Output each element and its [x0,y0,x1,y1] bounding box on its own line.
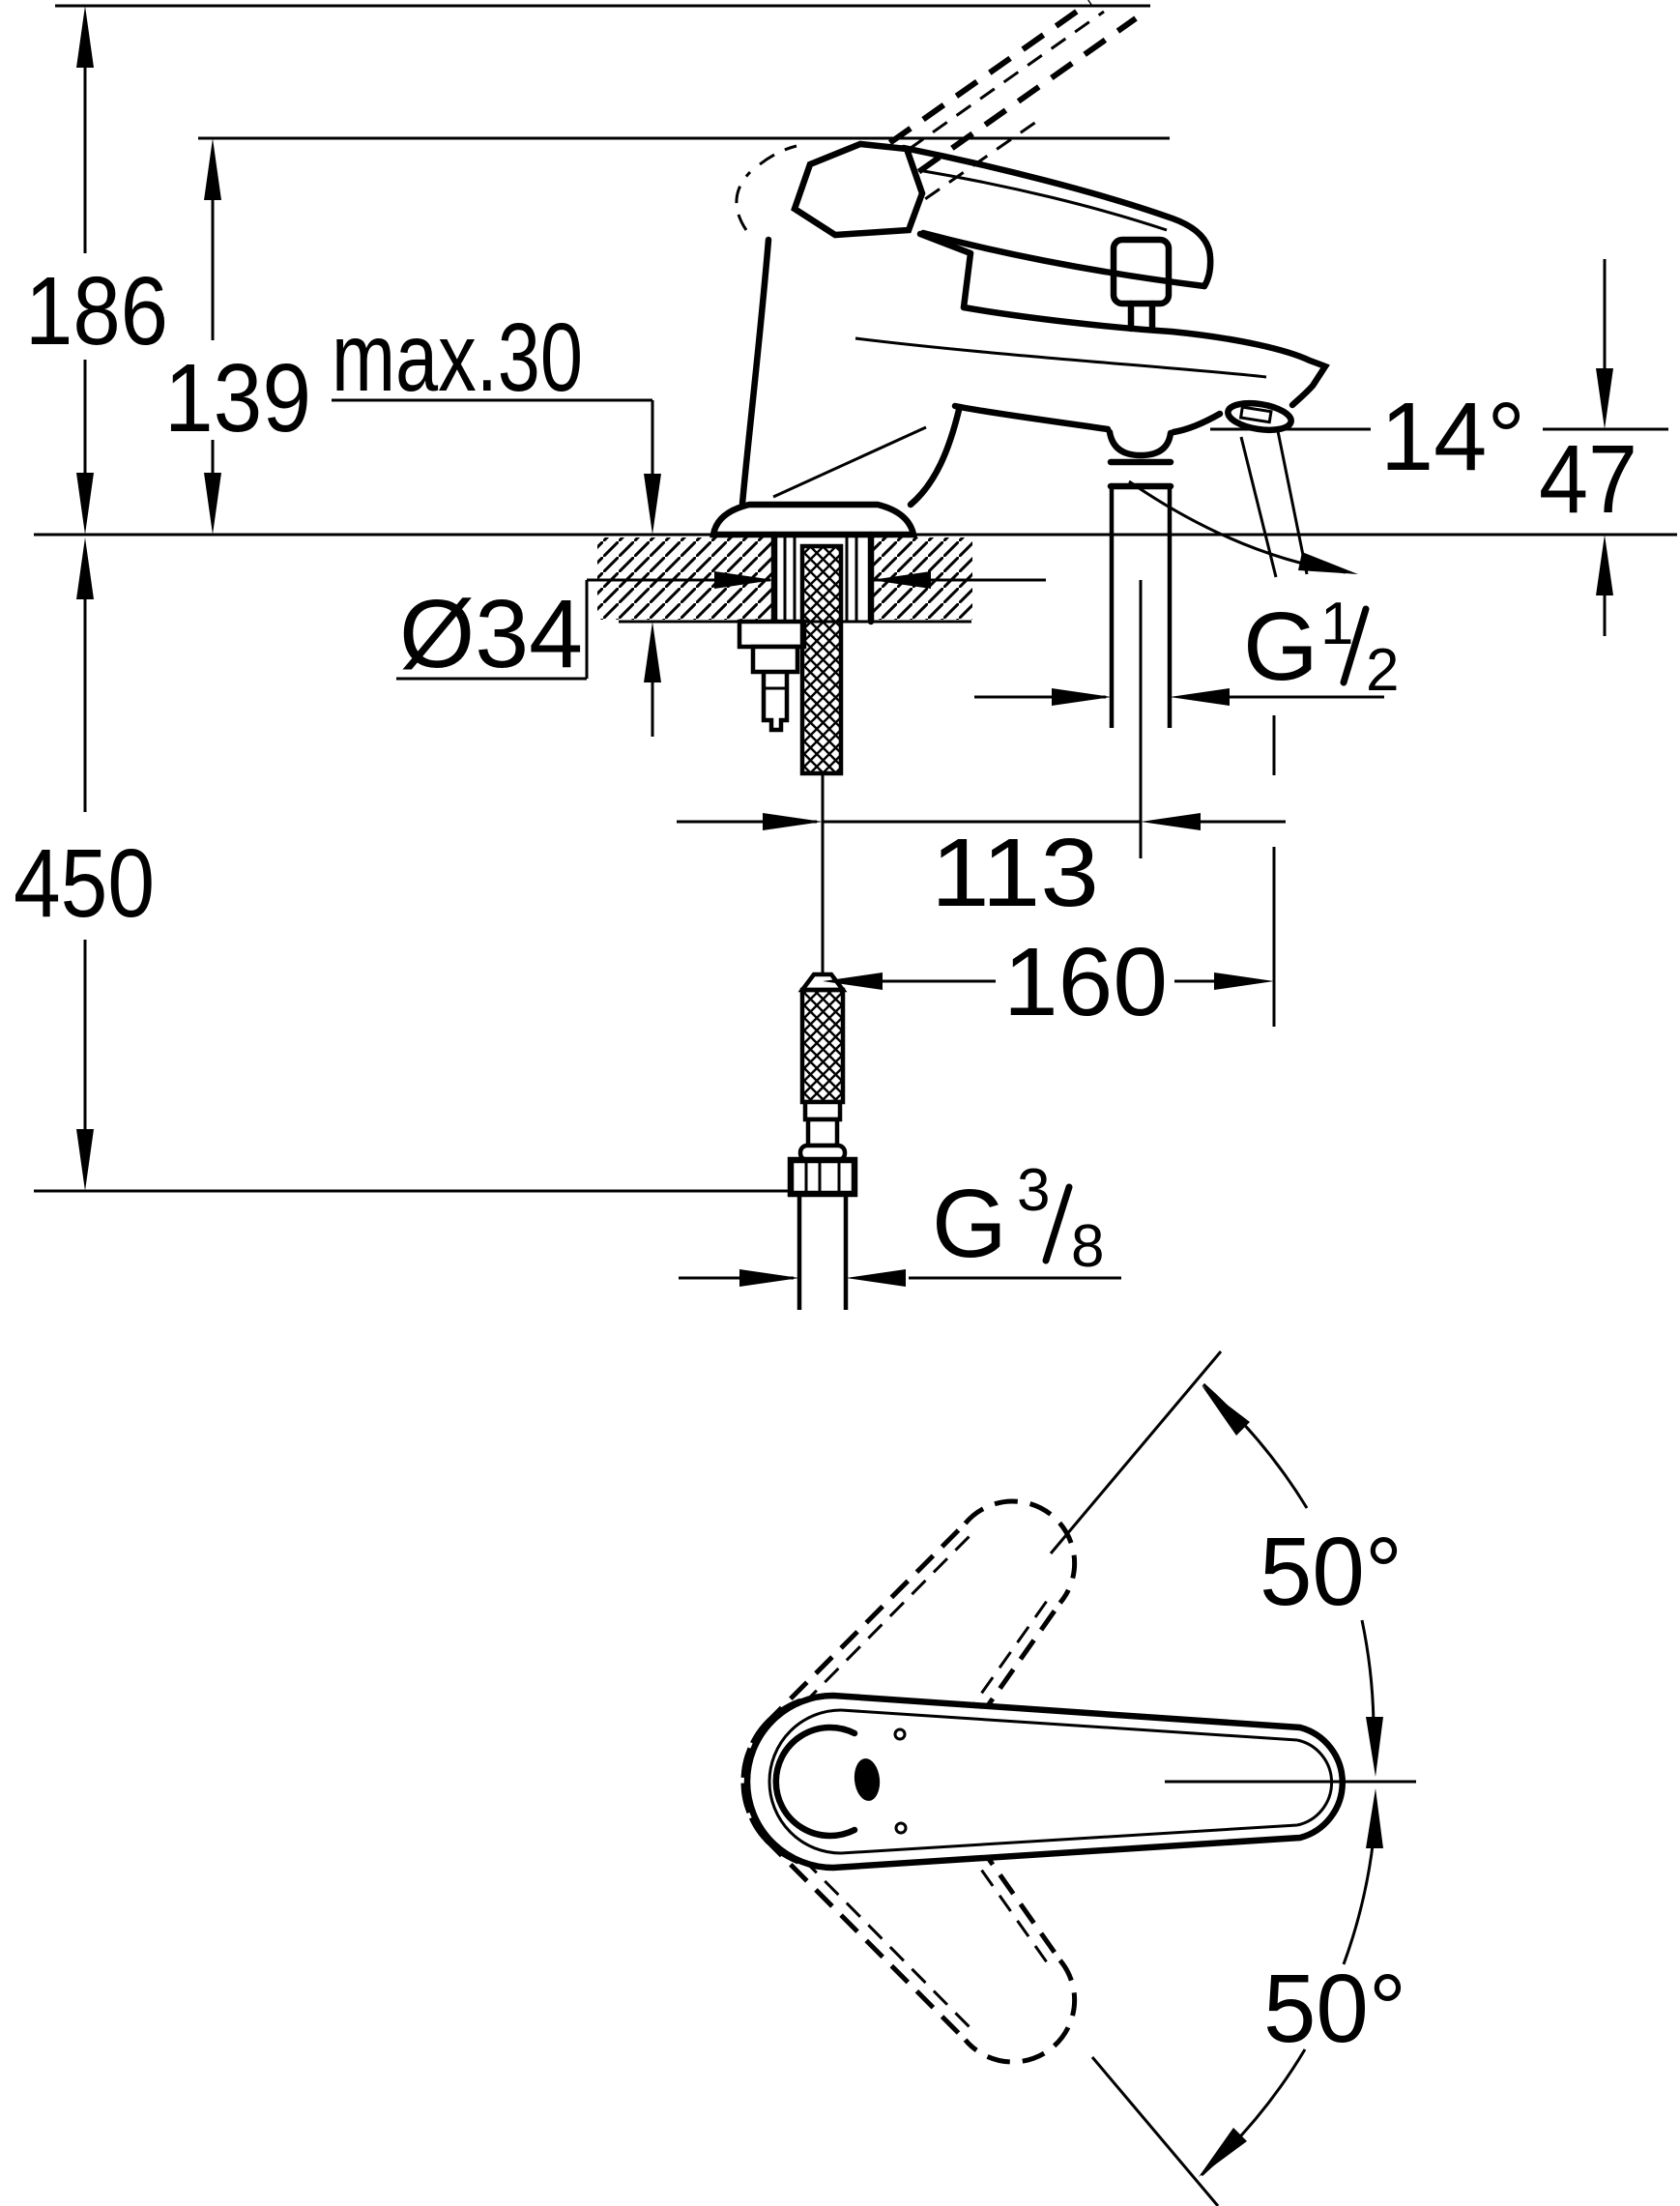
arc-arrow-lower-icon [1199,2128,1247,2177]
arc-arrow-mid-top-icon [1366,1717,1383,1777]
supply-hose-upper [799,543,844,988]
dim-g38: G 3 8 [679,1157,1121,1287]
dim-o34-label: Ø34 [399,580,583,688]
g38-prefix: G [932,1170,1007,1278]
handle-dot [854,1758,881,1801]
dim-swing-angles: 50° 50° [1049,1350,1406,2206]
spout-underside-left [951,402,1112,433]
supply-hose-lower [787,972,858,1310]
dim-186: 186 [25,6,168,535]
hose-mount [1106,428,1174,459]
g12-denominator: 2 [1366,637,1399,704]
dim-g12: G 1 2 [974,591,1399,706]
hand-shower-hose [1109,488,1173,858]
arc-arrow-upper-icon [1202,1385,1250,1436]
body-right-edge [907,406,963,508]
g38-denominator: 8 [1071,1213,1104,1280]
arc-arrow-mid-bottom-icon [1366,1788,1383,1848]
supply-nut [787,1156,858,1198]
dim-113: 113 [677,813,1286,927]
faucet-side-view [710,140,1358,1310]
dim-50-lower-label: 50° [1263,1955,1406,2063]
g12-prefix: G [1243,593,1318,701]
lever-knob [791,140,926,239]
dim-450: 450 [14,537,155,1191]
fixing-hardware [737,619,807,733]
spout-underside-right [1170,410,1224,436]
mounting-shank [770,531,875,625]
dim-47-label: 47 [1539,425,1637,534]
g12-numerator: 1 [1320,591,1353,657]
dim-hole-diameter: Ø34 [396,571,1046,688]
base-escutcheon [710,501,918,538]
g38-numerator: 3 [1017,1157,1050,1224]
spout-top [960,304,1330,409]
dim-max30: max.30 [332,304,661,737]
water-jet [1128,430,1358,578]
diverter-knob [1110,236,1173,333]
body-left-edge [739,236,772,508]
dim-160-label: 160 [1003,928,1168,1036]
lever-closed [791,140,1214,290]
dim-47: 47 [1539,259,1637,636]
dim-113-label: 113 [931,819,1099,927]
dim-450-label: 450 [14,829,155,938]
dim-max30-label: max.30 [332,304,583,412]
dim-139: 139 [164,138,311,535]
dim-14deg: 14° [1210,383,1668,491]
dim-14-label: 14° [1380,383,1525,491]
handle-top-view [743,1692,1416,1872]
flow-arrow-icon [1298,552,1358,574]
dim-50-upper-label: 50° [1260,1518,1403,1626]
dim-186-label: 186 [25,257,168,365]
dim-160: 160 [823,715,1276,1036]
dim-139-label: 139 [164,344,311,452]
